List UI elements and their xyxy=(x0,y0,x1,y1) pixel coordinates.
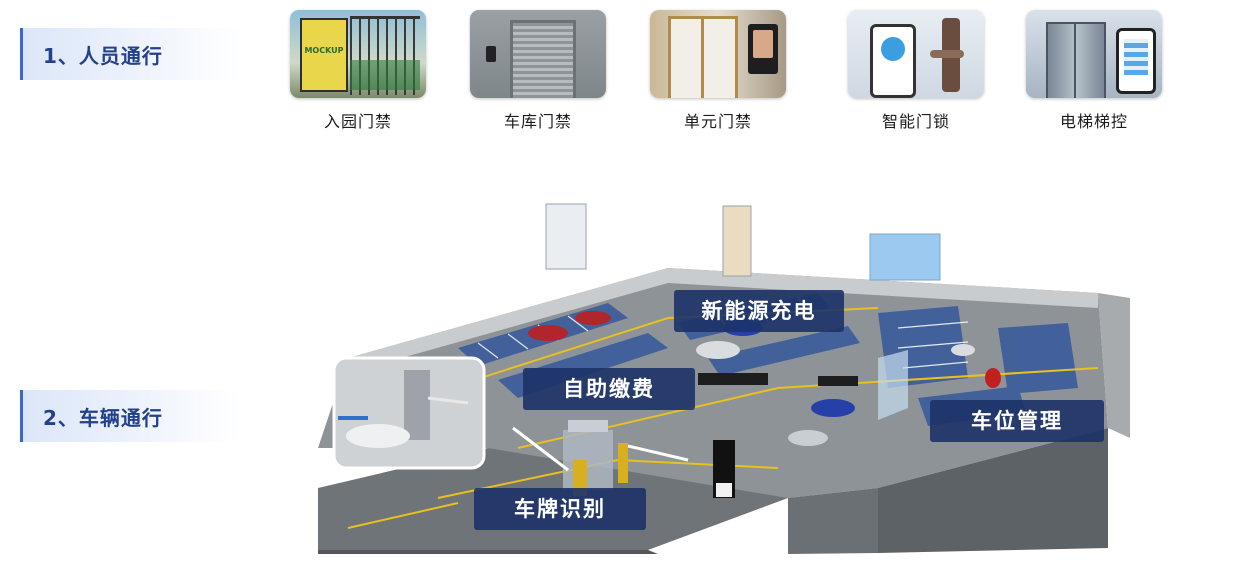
thumb-caption: 智能门锁 xyxy=(881,112,950,131)
thumb-caption: 单元门禁 xyxy=(683,112,752,131)
tag-new-energy-charging: 新能源充电 xyxy=(674,290,844,332)
elevator-control-icon xyxy=(1026,10,1162,98)
parking-lot-scene xyxy=(318,203,1130,554)
thumb-caption: 电梯梯控 xyxy=(1059,112,1128,131)
unit-door-face-recognition-icon xyxy=(650,10,786,98)
smart-lock-phone-icon xyxy=(848,10,984,98)
people-access-thumbnails: MOCKUP 入园门禁 车库门禁 单元门禁 智能门锁 电梯梯控 xyxy=(288,10,1168,132)
tag-license-plate-recognition: 车牌识别 xyxy=(474,488,646,530)
thumb-unit-door: 单元门禁 xyxy=(648,10,788,132)
thumb-caption: 车库门禁 xyxy=(503,112,572,131)
thumb-park-gate: MOCKUP 入园门禁 xyxy=(288,10,428,132)
park-gate-icon: MOCKUP xyxy=(290,10,426,98)
tag-parking-space-management: 车位管理 xyxy=(930,400,1104,442)
thumb-elevator: 电梯梯控 xyxy=(1024,10,1164,132)
section-label-people: 1、人员通行 xyxy=(20,28,240,80)
thumb-garage-door: 车库门禁 xyxy=(468,10,608,132)
thumb-smart-lock: 智能门锁 xyxy=(846,10,986,132)
section-label-vehicle: 2、车辆通行 xyxy=(20,390,240,442)
garage-door-icon xyxy=(470,10,606,98)
poster-text: MOCKUP xyxy=(304,46,344,55)
thumb-caption: 入园门禁 xyxy=(323,112,392,131)
parking-lot-illustration: 新能源充电 自助缴费 车位管理 车牌识别 xyxy=(318,198,1130,554)
tag-self-payment: 自助缴费 xyxy=(523,368,695,410)
